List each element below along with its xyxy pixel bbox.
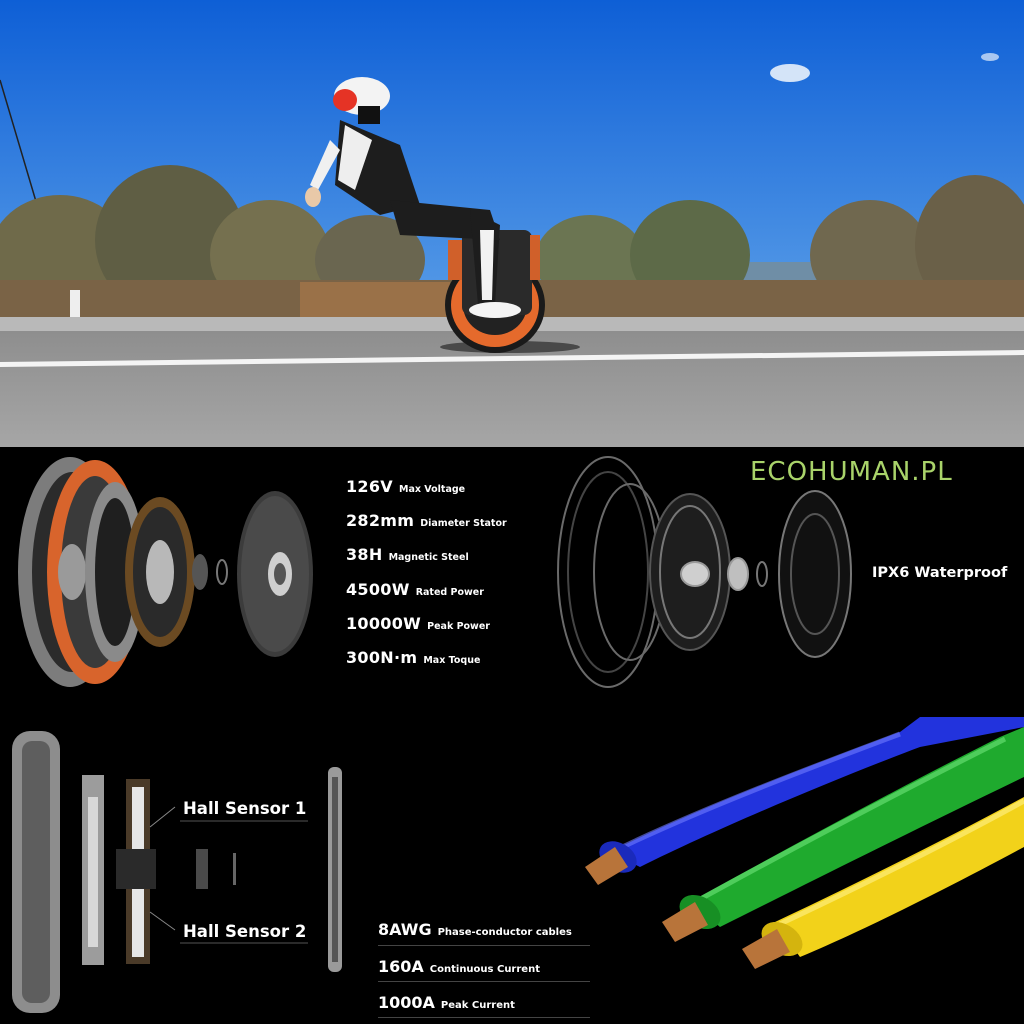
cable-spec-label: Phase-conductor cables [437,927,572,938]
rider-photo-illustration [0,0,1024,447]
spec-value: 38H [346,545,383,564]
spec-label: Max Voltage [398,484,466,495]
spec-label: Rated Power [415,587,484,598]
spec-value: 282mm [346,511,415,530]
road-line [0,350,1024,367]
spec-value: 10000W [346,614,422,633]
spec-max-voltage: 126V Max Voltage [346,477,465,496]
cable-spec-label: Peak Current [440,1000,515,1011]
sensor-cable-panel: Hall Sensor 1 Hall Sensor 2 8AWG Phase-co… [0,717,1024,1024]
cloud [981,53,999,61]
spec-rated-power: 4500W Rated Power [346,580,484,599]
rider-photo [0,0,1024,447]
spec-label: Max Toque [423,655,481,666]
cable-spec-value: 160A [378,957,424,976]
wire [0,79,41,216]
cable-spec-value: 8AWG [378,920,432,939]
rider [305,77,521,318]
spec-value: 4500W [346,580,410,599]
cloud [770,64,810,82]
spec-value: 300N·m [346,648,418,667]
spec-value: 126V [346,477,393,496]
hall-sensor-2-label: Hall Sensor 2 [183,922,307,941]
spec-label: Diameter Stator [420,518,507,529]
waterproof-rating: IPX6 Waterproof [872,565,1008,581]
hall-sensor-1-label: Hall Sensor 1 [183,799,307,818]
spec-magnetic-steel: 38H Magnetic Steel [346,545,469,564]
cable-spec-value: 1000A [378,993,435,1012]
spec-label: Magnetic Steel [388,552,469,563]
divider [378,1017,590,1018]
cable-spec-peak-current: 1000A Peak Current [378,993,515,1012]
spec-diameter-stator: 282mm Diameter Stator [346,511,507,530]
spec-label: Peak Power [427,621,490,632]
sensor-cable-illustration [12,717,1024,1013]
sign-post [70,290,80,318]
hub-motor-exploded [18,457,313,687]
divider [378,945,590,946]
divider [378,981,590,982]
cable-spec-continuous-current: 160A Continuous Current [378,957,540,976]
watermark-text: ECOHUMAN.PL [750,457,953,487]
waterproof-motor-exploded [557,456,852,688]
motor-exploded-views [18,456,852,688]
spec-max-torque: 300N·m Max Toque [346,648,480,667]
cable-spec-gauge: 8AWG Phase-conductor cables [378,920,572,939]
phase-cables [585,717,1024,969]
motor-specs-panel: ECOHUMAN.PL 126V Max Voltage 282mm Diamete… [0,447,1024,717]
motor-side-view [12,731,342,1013]
cable-spec-label: Continuous Current [429,964,540,975]
spec-peak-power: 10000W Peak Power [346,614,490,633]
